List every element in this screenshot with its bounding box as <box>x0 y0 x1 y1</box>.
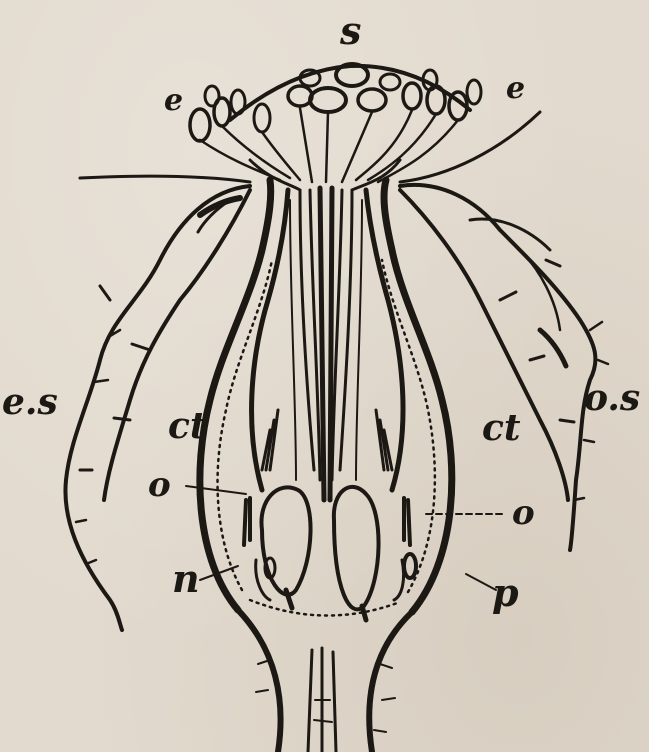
leader-lines <box>186 486 506 590</box>
label-p: p <box>492 574 519 612</box>
label-s: s <box>340 12 361 50</box>
label-ct-left: ct <box>168 408 207 444</box>
label-ct-right: ct <box>482 410 521 446</box>
label-n: n <box>172 560 200 598</box>
left-bract <box>65 186 250 630</box>
label-es: e.s <box>2 384 58 420</box>
label-e-left: e <box>164 86 183 116</box>
stem <box>238 610 412 752</box>
ovules <box>244 487 416 620</box>
florets <box>190 64 481 190</box>
label-e-right: e <box>506 74 525 104</box>
receptacle-wall <box>200 180 452 616</box>
label-os: o.s <box>584 380 640 416</box>
label-o-right: o <box>512 496 535 530</box>
label-o-left: o <box>148 468 171 502</box>
inner-walls <box>252 190 403 490</box>
style-bundle <box>290 188 362 500</box>
